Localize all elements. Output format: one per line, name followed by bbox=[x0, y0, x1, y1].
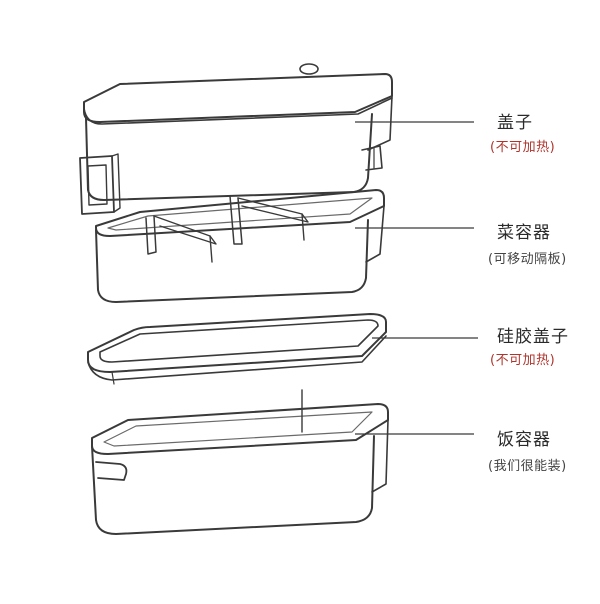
label-lid-note: (不可加热) bbox=[490, 136, 555, 155]
rice-container-illustration bbox=[91, 389, 389, 535]
label-rice-container: 饭容器 bbox=[497, 425, 551, 450]
leader-lines bbox=[355, 121, 478, 435]
label-dish-container: 菜容器 bbox=[497, 218, 551, 243]
lid-note: (不可加热) bbox=[490, 140, 556, 155]
dish-container-name: 菜容器 bbox=[497, 223, 551, 243]
silicone-lid-illustration bbox=[87, 313, 387, 385]
lid-name: 盖子 bbox=[497, 113, 533, 133]
rice-container-note: (我们很能装) bbox=[488, 459, 567, 474]
lid-illustration bbox=[79, 63, 393, 215]
label-silicone-lid: 硅胶盖子 bbox=[497, 322, 569, 347]
label-rice-container-note: (我们很能装) bbox=[488, 455, 567, 474]
dish-container-note: (可移动隔板) bbox=[488, 252, 567, 267]
dish-container-illustration bbox=[95, 189, 385, 303]
label-lid: 盖子 bbox=[497, 108, 533, 133]
silicone-lid-name: 硅胶盖子 bbox=[497, 327, 569, 347]
silicone-lid-note: (不可加热) bbox=[490, 353, 556, 368]
rice-container-name: 饭容器 bbox=[497, 430, 551, 450]
label-dish-container-note: (可移动隔板) bbox=[488, 248, 567, 267]
label-silicone-lid-note: (不可加热) bbox=[490, 349, 555, 368]
